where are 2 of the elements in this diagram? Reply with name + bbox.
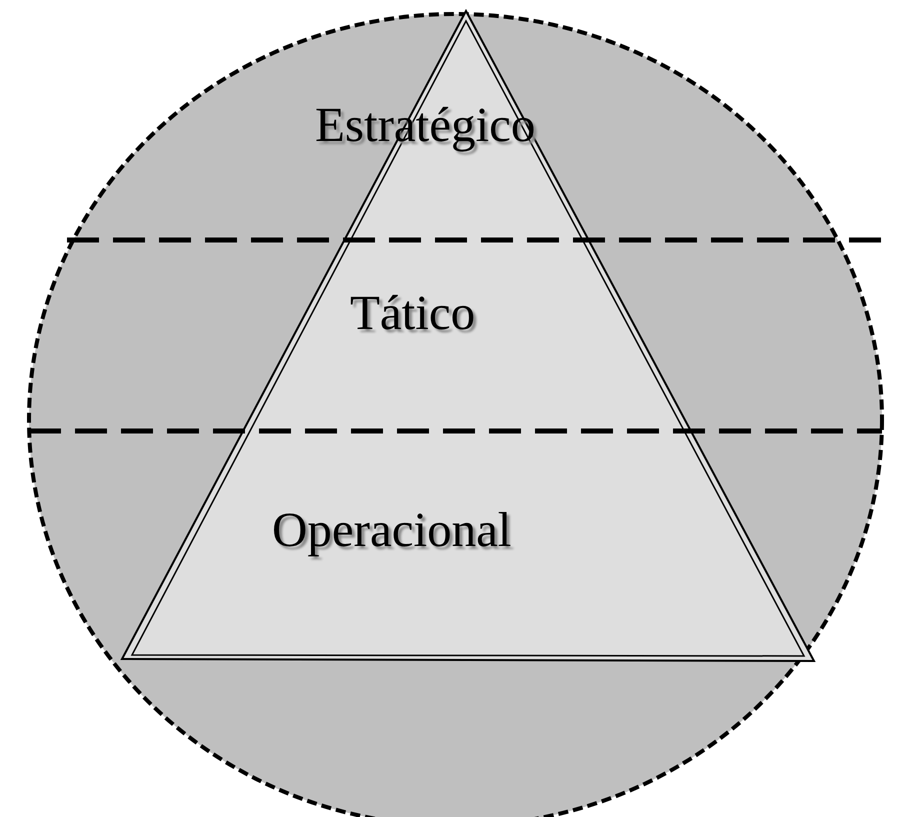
- level-label: Tático: [350, 288, 476, 337]
- level-label: Operacional: [272, 505, 512, 554]
